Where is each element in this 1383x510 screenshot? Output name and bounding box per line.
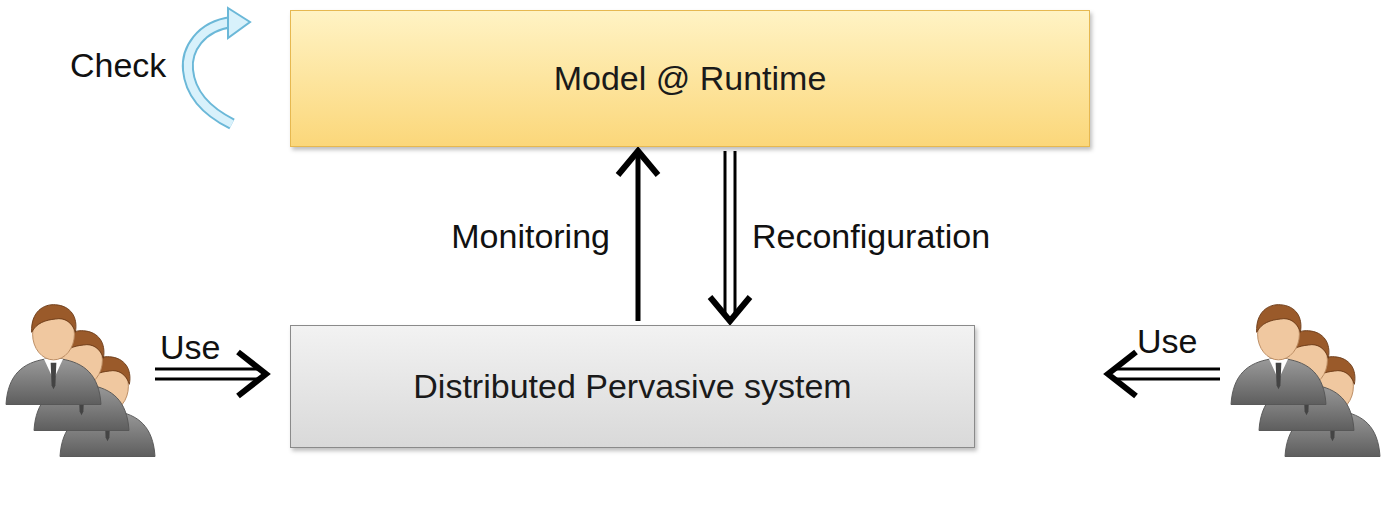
users-icon xyxy=(1231,305,1380,457)
edge-label: Monitoring xyxy=(449,219,612,253)
edge-label: Reconfiguration xyxy=(750,219,992,253)
users-icon xyxy=(6,305,155,457)
monitoring-arrow xyxy=(618,151,658,321)
model-box: Model @ Runtime xyxy=(290,10,1090,147)
box-title: Distributed Pervasive system xyxy=(413,367,851,406)
system-box: Distributed Pervasive system xyxy=(290,325,975,448)
reconfiguration-arrow xyxy=(710,151,750,321)
check-loop-arrow xyxy=(188,8,250,124)
check-label: Check xyxy=(70,48,166,82)
use-arrow xyxy=(1108,352,1220,396)
use-label: Use xyxy=(1137,324,1197,358)
box-title: Model @ Runtime xyxy=(554,59,827,98)
use-label: Use xyxy=(160,330,220,364)
